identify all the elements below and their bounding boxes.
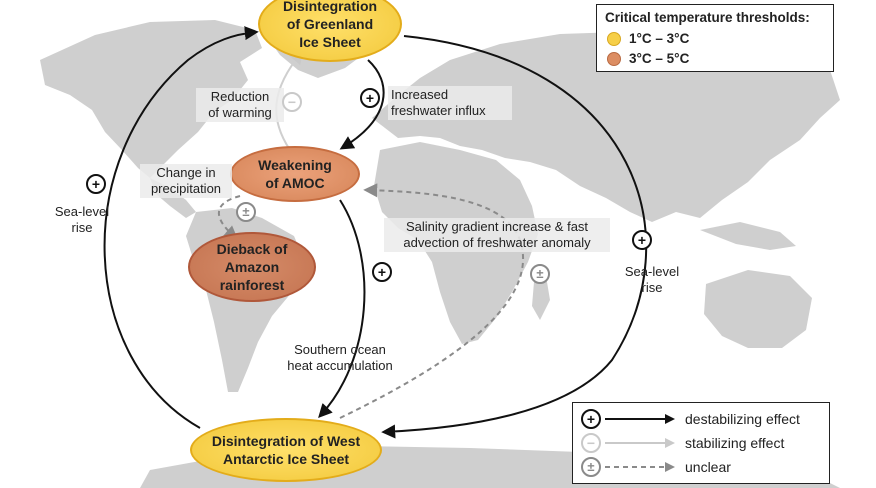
arrow-greenland-to-wais (381, 35, 648, 439)
yellow-dot-icon (607, 31, 621, 46)
orange-dot-icon (607, 51, 621, 66)
threshold-row-low: 1°C – 3°C (607, 31, 689, 46)
minus-icon-amoc-to-greenland: − (282, 92, 302, 112)
eurasia-shape (372, 32, 840, 222)
light-arrow-icon (605, 438, 675, 448)
node-greenland-ice-sheet: Disintegration of Greenland Ice Sheet (258, 0, 402, 62)
threshold-high-label: 3°C – 5°C (629, 51, 690, 66)
node-amazon-rainforest: Dieback of Amazon rainforest (188, 232, 316, 302)
arrow-amoc-to-amazon (218, 195, 241, 240)
label-southern-ocean-heat: Southern ocean heat accumulation (287, 342, 393, 373)
plus-icon: + (581, 409, 601, 429)
legend-unclear-label: unclear (685, 459, 731, 475)
plus-icon-wais-to-greenland: + (86, 174, 106, 194)
legend-row-destabilizing: + destabilizing effect (581, 409, 831, 429)
dashed-arrow-icon (605, 462, 675, 472)
arrow-amoc-to-wais (318, 199, 366, 419)
plus-icon-greenland-to-wais: + (632, 230, 652, 250)
label-sea-level-rise-left: Sea-level rise (54, 204, 110, 235)
legend-stabilizing-label: stabilizing effect (685, 435, 785, 451)
label-reduction-of-warming: Reduction of warming (196, 88, 284, 122)
plusminus-icon-wais-to-amoc: ± (530, 264, 550, 284)
plus-icon-amoc-to-wais: + (372, 262, 392, 282)
threshold-row-high: 3°C – 5°C (607, 51, 689, 66)
legend-row-stabilizing: − stabilizing effect (581, 433, 831, 453)
arrow-wais-to-greenland (103, 26, 259, 429)
node-west-antarctic-ice-sheet: Disintegration of West Antarctic Ice She… (190, 418, 382, 482)
arrow-wais-to-amoc (339, 183, 525, 419)
label-increased-freshwater-influx: Increased freshwater influx (388, 86, 512, 120)
se-asia-shape (700, 222, 796, 250)
label-sea-level-rise-right: Sea-level rise (624, 264, 680, 295)
node-amoc: Weakening of AMOC (230, 146, 360, 202)
threshold-low-label: 1°C – 3°C (629, 31, 690, 46)
plusminus-icon-amoc-to-amazon: ± (236, 202, 256, 222)
minus-icon: − (581, 433, 601, 453)
black-arrow-icon (605, 414, 675, 424)
label-change-in-precipitation: Change in precipitation (140, 164, 232, 198)
threshold-legend-title: Critical temperature thresholds: (605, 10, 810, 25)
effect-legend: + destabilizing effect − stabilizing eff… (572, 402, 830, 484)
legend-destabilizing-label: destabilizing effect (685, 411, 800, 427)
madagascar-shape (532, 276, 550, 320)
label-salinity-gradient: Salinity gradient increase & fast advect… (384, 218, 610, 252)
threshold-legend: Critical temperature thresholds: 1°C – 3… (596, 4, 834, 72)
australia-shape (704, 270, 812, 348)
plusminus-icon: ± (581, 457, 601, 477)
plus-icon-greenland-to-amoc: + (360, 88, 380, 108)
legend-row-unclear: ± unclear (581, 457, 831, 477)
arrow-greenland-to-amoc (339, 59, 385, 150)
